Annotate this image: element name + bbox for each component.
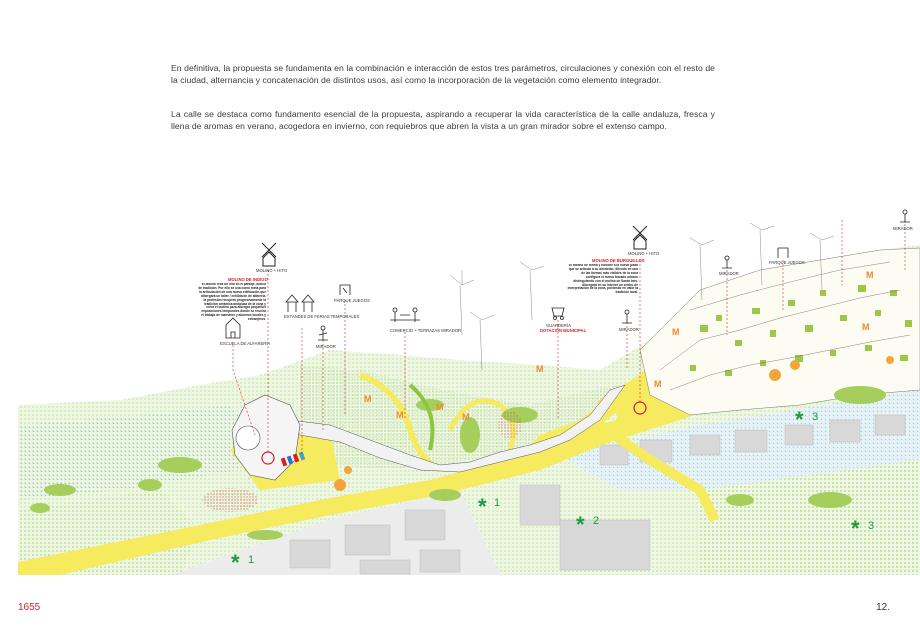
svg-text:M: M	[536, 364, 544, 374]
info-block-2: MOLINO DE BURGUILLOS El Molino de forma …	[567, 258, 645, 295]
svg-text:3: 3	[812, 411, 818, 423]
lookout-icon-2	[622, 309, 632, 324]
label-molino-hito-2: MOLINO + HITO	[628, 251, 660, 256]
svg-text:1: 1	[248, 554, 254, 566]
label-comercio: COMERCIO + TERRAZAS MIRADOR	[390, 328, 461, 333]
svg-text:*: *	[795, 407, 804, 432]
label-parque-juegos-2: PARQUE JUEGOS	[769, 260, 805, 265]
paragraph-1: En definitiva, la propuesta se fundament…	[171, 63, 715, 86]
label-mirador-4: MIRADOR	[893, 226, 913, 231]
playground-icon-2	[777, 247, 789, 258]
school-icon	[225, 317, 241, 339]
svg-text:M: M	[364, 394, 372, 404]
block-1-body: El Molino crea un hito en el paisaje, ma…	[198, 283, 266, 322]
label-mirador-3: MIRADOR	[719, 271, 739, 276]
blue-field-left	[18, 405, 250, 500]
svg-text:M: M	[654, 379, 662, 389]
label-mirador-1: MIRADOR	[316, 344, 336, 349]
fair-stand-icon	[285, 294, 315, 312]
windmill-icon-1	[261, 242, 277, 267]
page-number: 12.	[876, 602, 890, 613]
lookout-icon-4	[900, 209, 910, 223]
svg-text:1: 1	[494, 497, 500, 509]
middle-row	[289, 384, 626, 473]
cafe-terrace-icon	[390, 307, 420, 322]
lower-city-blocks	[289, 414, 906, 575]
red-dotted-area-2	[498, 411, 522, 439]
svg-text:M: M	[672, 327, 680, 337]
svg-text:*: *	[576, 512, 585, 537]
windmill-icon-2	[632, 225, 648, 250]
red-dotted-area	[202, 488, 258, 512]
road-lower-branch	[597, 420, 720, 523]
block-2-body: El Molino de forma y nombre a la nueva p…	[567, 264, 638, 295]
vegetation-patches	[30, 386, 886, 540]
lookout-icon-3	[722, 255, 732, 269]
playground-icon-1	[339, 284, 351, 295]
zone-marker-1b: * 1	[231, 550, 254, 575]
wind-turbine-sketches	[449, 222, 835, 371]
label-parque-juegos-1: PARQUE JUEGOS	[334, 298, 370, 303]
label-escuela: ESCUELA DE ALFARERÍA	[220, 341, 270, 346]
zone-marker-1a: * 1	[478, 494, 500, 519]
info-block-1: MOLINO DE INDIGO El Molino crea un hito …	[198, 277, 269, 322]
svg-text:M: M	[462, 412, 470, 422]
green-curve	[408, 383, 435, 451]
m-marks: M M M M M M M M M	[364, 270, 874, 422]
label-guarderia: GUARDERÍA	[546, 323, 571, 328]
paragraph-2: La calle se destaca como fundamento esen…	[171, 109, 715, 132]
svg-text:*: *	[478, 494, 487, 519]
svg-text:*: *	[231, 550, 240, 575]
svg-text:M: M	[436, 402, 444, 412]
footer-number-left: 1655	[18, 602, 41, 613]
upper-cluster-greens	[690, 285, 912, 376]
orange-spots	[334, 356, 894, 491]
zone-marker-2: * 2	[576, 512, 599, 537]
block-2-title: MOLINO DE BURGUILLOS	[592, 258, 645, 263]
svg-text:M: M	[396, 410, 404, 420]
label-guarderia-sub: DOTACIÓN MUNICIPAL	[540, 328, 587, 333]
block-1-title: MOLINO DE INDIGO	[228, 277, 269, 282]
zone-marker-3b: * 3	[851, 516, 874, 541]
lower-green-right	[700, 460, 920, 575]
svg-text:2: 2	[593, 515, 599, 527]
stroller-icon	[551, 307, 565, 320]
left-building-round	[235, 425, 261, 451]
upper-cluster-lines	[659, 261, 911, 391]
svg-text:M: M	[862, 322, 870, 332]
leader-lines	[232, 220, 906, 455]
svg-text:M: M	[866, 270, 874, 280]
label-molino-hito-1: MOLINO + HITO	[256, 268, 288, 273]
label-mirador-2: MIRADOR	[619, 327, 639, 332]
urban-proposal-map: M M M M M M M M M MOLINO + HITO	[18, 209, 920, 575]
svg-text:3: 3	[868, 520, 874, 532]
svg-text:*: *	[851, 516, 860, 541]
lookout-icon-1	[318, 325, 328, 341]
label-estandes: ESTANDES DE FERIAS TEMPORALES	[284, 314, 359, 319]
upper-cluster	[639, 247, 920, 416]
fair-stalls	[280, 451, 306, 467]
zone-marker-3a: * 3	[795, 407, 818, 432]
